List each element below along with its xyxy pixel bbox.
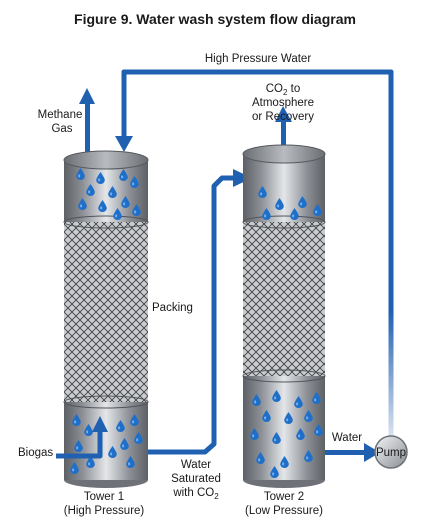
high-pressure-water-label: High Pressure Water — [205, 53, 311, 65]
water-saturated-label-line1: Water — [181, 459, 211, 471]
saturated-water-arrowhead — [233, 169, 252, 187]
tower-2 — [242, 144, 326, 488]
pump-label: Pump — [376, 447, 406, 459]
water-saturated-label-line3: with CO2 — [172, 487, 219, 501]
pump: Pump — [374, 435, 408, 469]
biogas-inlet-flow — [56, 416, 108, 459]
water-label: Water — [332, 432, 362, 444]
saturated-water-flow — [148, 169, 252, 455]
methane-gas-flow — [79, 88, 95, 152]
tower-2-top-cap — [242, 144, 326, 164]
tower-1-label-line2: (High Pressure) — [64, 505, 145, 517]
biogas-label: Biogas — [18, 447, 53, 459]
methane-arrowhead — [79, 88, 95, 104]
packing-label: Packing — [152, 302, 193, 314]
water-saturated-label-line2: Saturated — [171, 473, 221, 485]
co2-label-line3: or Recovery — [252, 111, 314, 123]
biogas-arrowhead — [92, 416, 108, 432]
high-pressure-water-arrowhead — [115, 136, 133, 152]
tower-1-top-cap — [63, 150, 149, 170]
tower-2-label-line2: (Low Pressure) — [245, 505, 323, 517]
water-to-pump-flow — [322, 443, 380, 462]
water-arrowhead — [364, 443, 380, 462]
co2-arrowhead — [275, 106, 292, 122]
co2-exit-flow — [275, 106, 292, 152]
figure-title: Figure 9. Water wash system flow diagram — [74, 11, 356, 27]
methane-gas-label-line2: Gas — [51, 123, 72, 135]
tower-1-label-line1: Tower 1 — [84, 491, 124, 503]
tower-2-label-line1: Tower 2 — [264, 491, 304, 503]
methane-gas-label-line1: Methane — [38, 109, 83, 121]
co2-label-line1: CO2 to — [266, 83, 301, 97]
tower-1 — [63, 150, 149, 488]
high-pressure-water-flow — [115, 69, 394, 440]
co2-label-line2: Atmosphere — [252, 97, 314, 109]
